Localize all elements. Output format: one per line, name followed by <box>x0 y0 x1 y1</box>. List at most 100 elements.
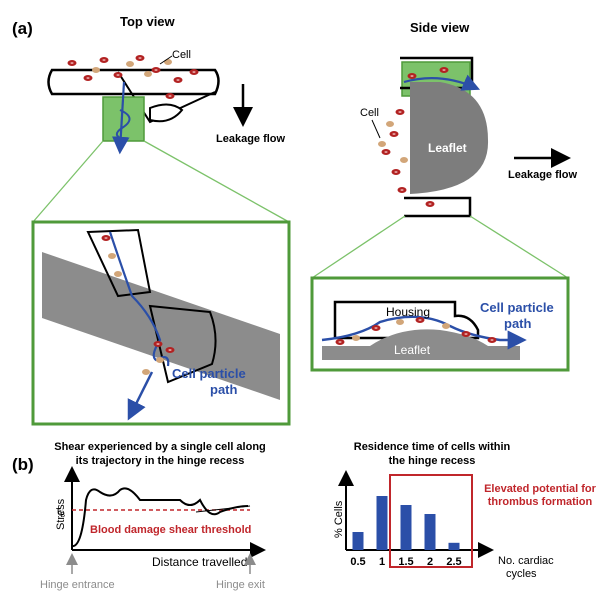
zoom-side-leaflet <box>322 329 520 360</box>
panel-a-label: (a) <box>12 19 33 38</box>
side-view-title: Side view <box>410 20 470 35</box>
cell-rbc <box>67 60 77 66</box>
hinge-tab <box>149 103 184 123</box>
highlight-box <box>389 474 473 568</box>
tick-label-2.5: 2.5 <box>446 556 461 568</box>
zoom-housing <box>333 300 480 340</box>
tau-label: τB <box>56 505 65 519</box>
cell-leader <box>371 119 381 139</box>
cell-particle <box>400 157 408 163</box>
cell-particle <box>386 121 394 127</box>
cell-particle <box>378 141 386 147</box>
shear-xlabel: Distance travelled <box>152 555 247 569</box>
cell-particle <box>108 253 116 259</box>
top-leakage-label: Leakage flow <box>216 133 286 145</box>
top-flow-arrow <box>111 81 130 155</box>
cell-rbc <box>487 337 497 343</box>
cell-rbc <box>371 325 381 331</box>
cell-rbc <box>165 347 175 353</box>
residence-chart: Residence time of cells within the hinge… <box>333 441 597 580</box>
cell-rbc <box>439 67 449 73</box>
top-path-label-1: Cell particle <box>172 366 246 381</box>
cell-rbc <box>173 77 183 83</box>
threshold-leader <box>195 505 251 513</box>
top-view-title: Top view <box>120 14 176 29</box>
tick-label-2: 2 <box>427 556 433 568</box>
cell-rbc <box>397 187 407 193</box>
side-path-label-1: Cell particle <box>480 300 554 315</box>
threshold-label: Blood damage shear threshold <box>90 524 251 536</box>
cell-rbc <box>381 149 391 155</box>
zoom-leaflet-bar <box>42 252 280 400</box>
cell-rbc <box>395 109 405 115</box>
side-path-label-2: path <box>504 316 532 331</box>
cell-particle <box>114 271 122 277</box>
exit-label: Hinge exit <box>216 579 265 591</box>
shear-ylabel: Stress <box>55 498 67 530</box>
zoom-hinge-outline <box>148 304 217 384</box>
bar-0.5 <box>352 532 364 550</box>
cell-particle <box>352 335 360 341</box>
zoom-flow-arrow <box>127 371 154 421</box>
cell-rbc <box>151 67 161 73</box>
residence-xlabel-1: No. cardiac <box>498 555 554 567</box>
cell-rbc <box>425 201 435 207</box>
shear-title-1: Shear experienced by a single cell along <box>54 441 266 453</box>
cell-rbc <box>461 331 471 337</box>
cell-rbc <box>335 339 345 345</box>
side-leakage-label: Leakage flow <box>508 169 578 181</box>
tick-label-1.5: 1.5 <box>398 556 413 568</box>
zoom-path-curve <box>108 231 170 367</box>
tau-symbol: τ <box>56 505 61 517</box>
cell-particle <box>142 369 150 375</box>
bar-1.5 <box>400 505 412 550</box>
cell-rbc <box>153 341 163 347</box>
side-leaflet-label: Leaflet <box>428 141 467 155</box>
residence-ylabel: % Cells <box>333 500 345 538</box>
residence-xlabel-2: cycles <box>506 568 537 580</box>
tick-label-0.5: 0.5 <box>350 556 365 568</box>
side-leaflet <box>410 82 489 194</box>
cell-rbc <box>165 93 175 99</box>
tau-subscript: B <box>60 512 65 519</box>
side-view: Side view Leaflet Leakage flow Cell Hous… <box>310 20 578 372</box>
stress-curve <box>71 487 249 547</box>
cell-rbc <box>391 169 401 175</box>
cell-rbc <box>99 57 109 63</box>
shear-title-2: its trajectory in the hinge recess <box>76 455 245 467</box>
side-housing-bottom <box>404 196 472 218</box>
zoom-line <box>143 140 290 223</box>
shear-plot: Shear experienced by a single cell along… <box>40 441 266 591</box>
zoom-line <box>311 215 406 279</box>
residence-title-2: the hinge recess <box>389 455 476 467</box>
zoom-hinge-outline <box>86 228 152 298</box>
cell-rbc <box>407 73 417 79</box>
bar-2 <box>424 514 436 550</box>
cell-particle <box>164 59 172 65</box>
annotation-2: thrombus formation <box>488 496 593 508</box>
entrance-label: Hinge entrance <box>40 579 115 591</box>
cell-rbc <box>135 55 145 61</box>
cell-particle <box>156 357 164 363</box>
cell-rbc <box>389 131 399 137</box>
cell-particle <box>92 67 100 73</box>
cell-rbc <box>113 72 123 78</box>
bar-1 <box>376 496 388 550</box>
cell-leader <box>159 55 173 65</box>
residence-title-1: Residence time of cells within <box>354 441 511 453</box>
cell-rbc <box>415 317 425 323</box>
panel-b-label: (b) <box>12 455 34 474</box>
top-path-label-2: path <box>210 382 238 397</box>
tick-label-1: 1 <box>379 556 385 568</box>
side-cell-label: Cell <box>360 107 379 119</box>
cell-particle <box>396 319 404 325</box>
bar-2.5 <box>448 542 460 550</box>
zoom-leaflet-label: Leaflet <box>394 343 431 357</box>
cell-rbc <box>83 75 93 81</box>
annotation-1: Elevated potential for <box>484 483 597 495</box>
housing-label: Housing <box>386 305 430 319</box>
cell-particle <box>442 323 450 329</box>
cell-particle <box>126 61 134 67</box>
zoom-line <box>469 215 569 279</box>
